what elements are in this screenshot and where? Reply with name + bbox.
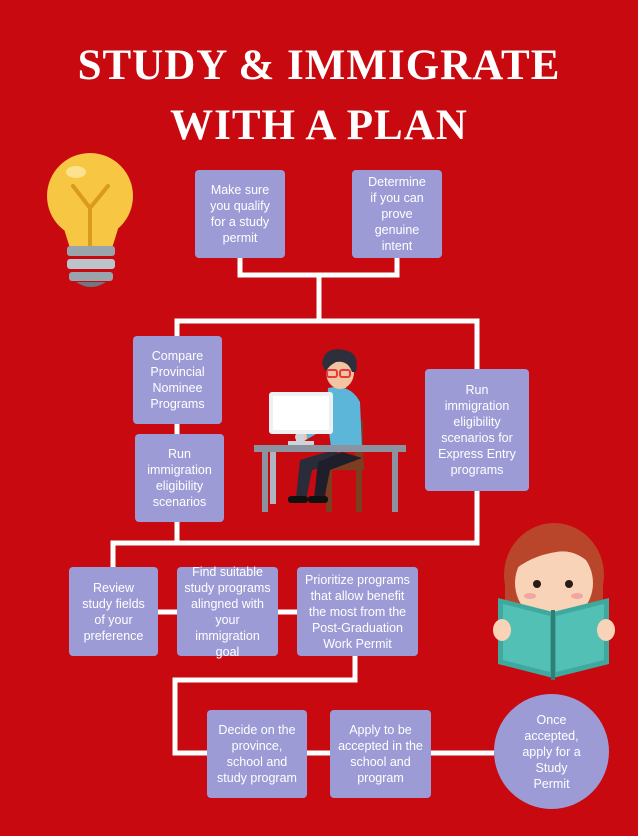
step-express-entry-scenarios: Run immigration eligibility scenarios fo… [425,369,529,491]
step-run-eligibility-scenarios: Run immigration eligibility scenarios [135,434,224,522]
connector-to-bottom [172,656,358,756]
title-line-2: WITH A PLAN [170,102,468,149]
step-prioritize-programs: Prioritize programs that allow benefit t… [297,567,418,656]
connector-branch [174,318,480,369]
step-qualify-study-permit: Make sure you qualify for a study permit [195,170,285,258]
step-apply-study-permit: Once accepted, apply for a Study Permit [494,694,609,809]
title-line-1: STUDY & IMMIGRATE [77,42,561,89]
step-review-study-fields: Review study fields of your preference [69,567,158,656]
step-apply-to-school: Apply to be accepted in the school and p… [330,710,431,798]
step-compare-pnp: Compare Provincial Nominee Programs [133,336,222,424]
step-decide-province-school: Decide on the province, school and study… [207,710,307,798]
step-prove-genuine-intent: Determine if you can prove genuine inten… [352,170,442,258]
connector-right-down [110,491,480,567]
step-find-study-programs: Find suitable study programs alingned wi… [177,565,278,659]
